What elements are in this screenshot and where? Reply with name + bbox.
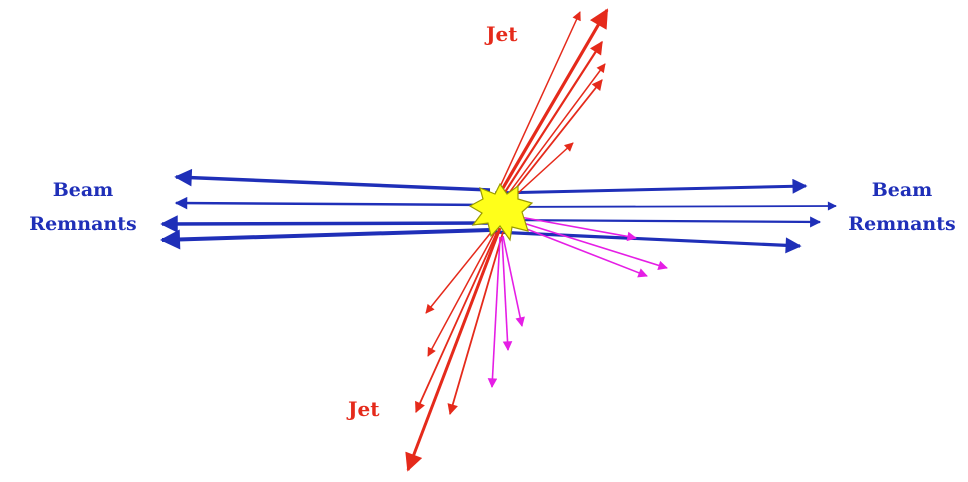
- soft-tracks: [487, 216, 668, 388]
- soft-track: [487, 236, 501, 388]
- jet-track: [405, 227, 502, 472]
- jet-label-top: Jet: [484, 22, 518, 46]
- beam-arrow: [160, 228, 491, 250]
- beam-arrow: [174, 168, 491, 192]
- jet-track: [425, 229, 494, 314]
- jet-track: [447, 231, 504, 416]
- soft-track: [519, 216, 637, 242]
- jet-track: [493, 11, 581, 201]
- upper-jet: [493, 8, 609, 207]
- collision-vertex-star: [468, 182, 534, 242]
- beam-arrow: [494, 216, 822, 228]
- beam-remnants-left-line2: Remnants: [29, 213, 136, 235]
- jet-track: [494, 8, 609, 201]
- jet-track: [497, 40, 603, 204]
- jet-track: [415, 231, 498, 413]
- beam-remnants-right-line1: Beam: [872, 179, 933, 201]
- beam-remnant-arrows: [160, 168, 837, 254]
- lower-jet: [405, 227, 504, 472]
- soft-track: [502, 235, 525, 327]
- soft-track: [519, 221, 668, 271]
- beam-arrow: [174, 196, 491, 210]
- jet-track: [499, 63, 606, 206]
- beam-arrow: [494, 230, 802, 254]
- beam-remnants-left-line1: Beam: [53, 179, 114, 201]
- beam-remnants-right-line2: Remnants: [848, 213, 955, 235]
- jet-label-bottom: Jet: [346, 397, 380, 421]
- beam-arrow: [494, 178, 808, 195]
- jet-track: [501, 79, 603, 207]
- soft-track: [501, 236, 513, 351]
- jet-track: [427, 231, 496, 357]
- beam-arrow: [494, 201, 837, 211]
- soft-track: [518, 225, 648, 278]
- beam-arrow: [160, 215, 491, 233]
